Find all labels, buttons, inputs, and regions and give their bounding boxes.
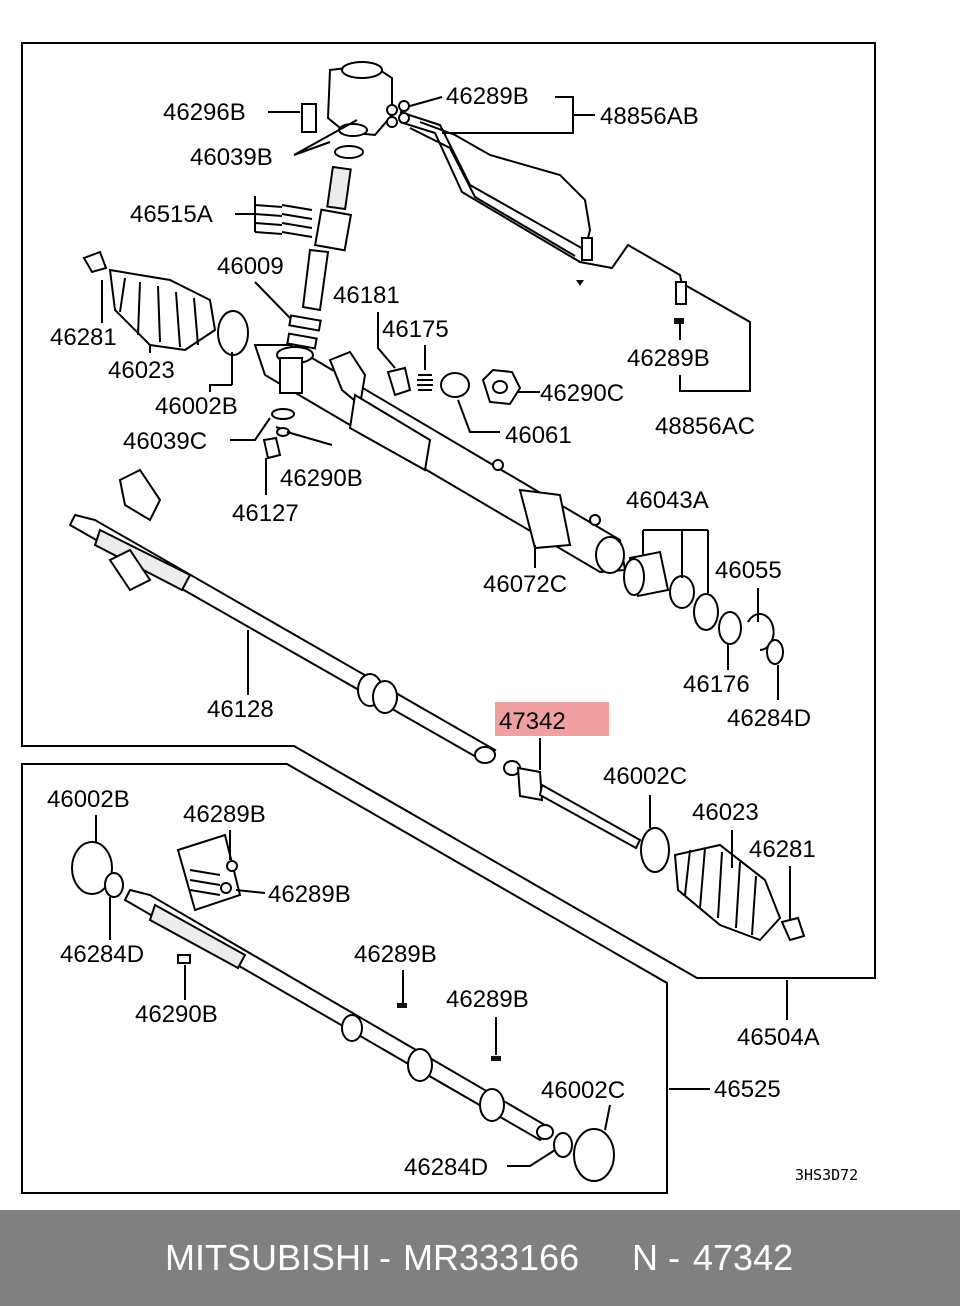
drawing-code: 3HS3D72 bbox=[795, 1166, 858, 1184]
rack-housing bbox=[253, 344, 627, 574]
seal-rings bbox=[281, 204, 313, 238]
footer-bar: MITSUBISHI - MR333166 N - 47342 bbox=[0, 1210, 960, 1306]
label-46043A: 46043A bbox=[626, 487, 709, 514]
label-46002C-lower: 46002C bbox=[541, 1077, 625, 1104]
label-46290B-lower: 46290B bbox=[135, 1001, 218, 1028]
label-46072C: 46072C bbox=[483, 571, 567, 598]
parts-diagram: 46296B 46039B 46515A 46009 46281 46023 4… bbox=[21, 42, 876, 1194]
label-46290C: 46290C bbox=[540, 380, 624, 407]
label-46175: 46175 bbox=[382, 316, 449, 343]
footer-n-number: 47342 bbox=[693, 1237, 794, 1278]
label-46289B-lower-1: 46289B bbox=[183, 801, 266, 828]
label-46181: 46181 bbox=[333, 282, 400, 309]
lower-band-right bbox=[553, 1128, 615, 1182]
valve-housing bbox=[286, 61, 393, 350]
label-46284D-lower-1: 46284D bbox=[60, 941, 144, 968]
label-46284D-upper: 46284D bbox=[727, 705, 811, 732]
port-parts bbox=[262, 408, 295, 460]
highlight-box[interactable] bbox=[495, 702, 609, 736]
label-46002B-upper: 46002B bbox=[155, 393, 238, 420]
label-48856AC: 48856AC bbox=[655, 413, 755, 440]
label-46515A: 46515A bbox=[130, 201, 213, 228]
label-46009: 46009 bbox=[217, 253, 284, 280]
part-labels: 46296B 46039B 46515A 46009 46281 46023 4… bbox=[47, 83, 858, 1184]
boot-right bbox=[640, 827, 806, 942]
yoke-parts bbox=[386, 366, 522, 406]
tie-rod[interactable] bbox=[503, 760, 642, 850]
label-46289B-lower-2: 46289B bbox=[268, 881, 351, 908]
label-46055: 46055 bbox=[715, 557, 782, 584]
leader-lines bbox=[95, 96, 791, 1167]
label-46281-upper: 46281 bbox=[50, 324, 117, 351]
label-46296B: 46296B bbox=[163, 99, 246, 126]
label-46128: 46128 bbox=[207, 696, 274, 723]
label-46023-upper: 46023 bbox=[108, 357, 175, 384]
label-46039C: 46039C bbox=[123, 428, 207, 455]
lower-frame bbox=[21, 763, 668, 1194]
rack-seals bbox=[623, 550, 784, 665]
lower-band-left bbox=[71, 841, 124, 898]
pressure-pipes bbox=[386, 100, 687, 324]
upper-frame bbox=[21, 42, 876, 979]
footer-n-prefix: N bbox=[632, 1237, 658, 1278]
label-46284D-lower-2: 46284D bbox=[404, 1154, 488, 1181]
label-46290B-upper: 46290B bbox=[280, 465, 363, 492]
label-46289B-upper-2: 46289B bbox=[627, 345, 710, 372]
label-46039B: 46039B bbox=[190, 144, 273, 171]
rack-bar bbox=[68, 468, 497, 764]
label-46289B-lower-4: 46289B bbox=[446, 986, 529, 1013]
label-46281-right: 46281 bbox=[749, 836, 816, 863]
label-46289B-upper-1: 46289B bbox=[446, 83, 529, 110]
label-46525: 46525 bbox=[714, 1076, 781, 1103]
label-46504A: 46504A bbox=[737, 1024, 820, 1051]
footer-separator-2: - bbox=[668, 1237, 680, 1278]
label-47342[interactable]: 47342 bbox=[499, 708, 566, 735]
label-46289B-lower-3: 46289B bbox=[354, 941, 437, 968]
label-46176: 46176 bbox=[683, 671, 750, 698]
footer-separator-1: - bbox=[379, 1237, 391, 1278]
label-46002B-lower: 46002B bbox=[47, 786, 130, 813]
footer-brand: MITSUBISHI bbox=[165, 1237, 372, 1278]
lower-rack-housing bbox=[123, 833, 554, 1142]
footer-part-number: MR333166 bbox=[403, 1237, 580, 1278]
boot-left bbox=[82, 250, 249, 356]
label-46002C-upper: 46002C bbox=[603, 763, 687, 790]
label-46061: 46061 bbox=[505, 422, 572, 449]
label-46127: 46127 bbox=[232, 500, 299, 527]
label-48856AB: 48856AB bbox=[600, 103, 699, 130]
label-46023-right: 46023 bbox=[692, 799, 759, 826]
